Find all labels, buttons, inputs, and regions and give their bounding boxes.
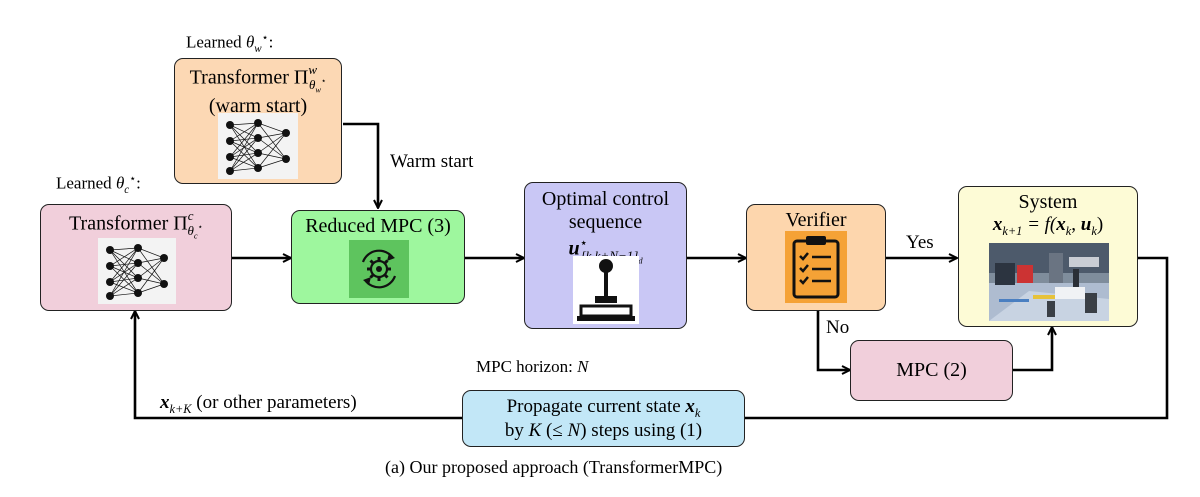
- transformer-box: Transformer Πcθc⋆: [40, 204, 232, 311]
- reduced-mpc-box: Reduced MPC (3): [291, 210, 465, 304]
- system-equation: xk+1 = f(xk, uk): [992, 214, 1104, 238]
- optimal-control-box: Optimal control sequence u⋆[k,k+N−1]d: [524, 182, 687, 329]
- clipboard-checklist-icon: [785, 231, 847, 303]
- propagate-line2: by K (≤ N) steps using (1): [504, 419, 703, 441]
- warm-start-label: Warm start: [390, 151, 474, 172]
- system-box: System xk+1 = f(xk, uk): [958, 186, 1138, 327]
- transformer-title: Transformer Πcθc⋆: [69, 208, 203, 241]
- warm-transformer-title: Transformer Πwθw⋆: [189, 62, 327, 95]
- optimal-control-title: Optimal control: [541, 188, 670, 210]
- gear-cycle-icon: [349, 240, 409, 298]
- yes-label: Yes: [906, 232, 934, 253]
- mpc2-box: MPC (2): [850, 340, 1013, 401]
- propagate-line1: Propagate current state xk: [506, 396, 701, 420]
- no-label: No: [826, 317, 850, 338]
- verifier-title: Verifier: [785, 209, 847, 231]
- optimal-control-subtitle: sequence: [568, 211, 643, 233]
- feedback-parameters-label: xk+K (or other parameters): [160, 392, 357, 416]
- warm-transformer-subtitle: (warm start): [208, 94, 308, 117]
- arrow-mpc2-to-system: [1013, 327, 1052, 372]
- line-system-to-propagate: [745, 256, 1169, 420]
- propagate-state-box: Propagate current state xk by K (≤ N) st…: [462, 390, 745, 447]
- figure-caption: (a) Our proposed approach (TransformerMP…: [385, 457, 723, 477]
- arrow-warm-to-reduced: [343, 122, 378, 208]
- robot-workspace-image: [989, 243, 1109, 321]
- joystick-icon: [573, 256, 639, 324]
- arrow-no: [816, 311, 850, 370]
- learned-theta-w-label: Learned θw⋆:: [186, 32, 274, 56]
- learned-theta-c-label: Learned θc⋆:: [56, 173, 141, 197]
- neural-network-icon: [98, 238, 176, 304]
- mpc2-title: MPC (2): [896, 359, 967, 381]
- system-title: System: [1018, 191, 1078, 213]
- mpc-horizon-label: MPC horizon: N: [476, 357, 589, 376]
- warm-start-transformer-box: Transformer Πwθw⋆ (warm start): [174, 58, 342, 184]
- verifier-box: Verifier: [746, 204, 886, 311]
- neural-network-icon: [218, 113, 298, 179]
- reduced-mpc-title: Reduced MPC (3): [305, 215, 451, 237]
- arrow-propagate-to-cold: [135, 311, 462, 420]
